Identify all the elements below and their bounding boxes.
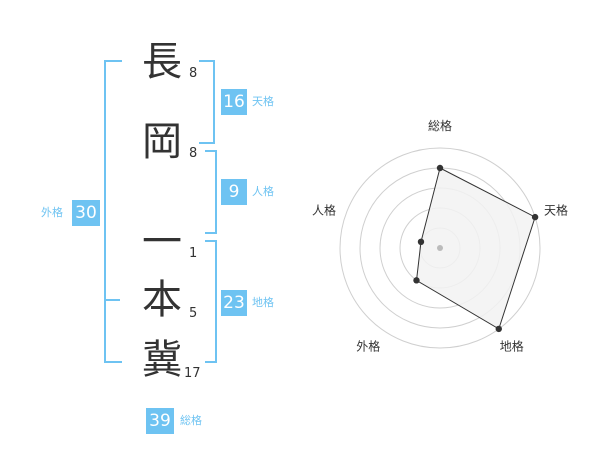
name-char-3: 一 — [142, 219, 182, 265]
gaikaku-bracket-tick — [104, 299, 120, 301]
radar-area — [415, 167, 536, 330]
stroke-count-4: 5 — [189, 306, 198, 321]
stroke-count-1: 8 — [189, 66, 198, 81]
tenkaku-value: 16 — [221, 89, 247, 115]
stroke-count-3: 1 — [189, 246, 198, 261]
tenkaku-bracket — [199, 60, 215, 144]
chikaku-value: 23 — [221, 290, 247, 316]
name-char-2: 岡 — [142, 119, 182, 165]
jinkaku-label: 人格 — [252, 185, 274, 198]
radar-point-5 — [417, 238, 425, 246]
jinkaku-bracket — [205, 150, 217, 234]
radar-axis-label-5: 人格 — [312, 202, 336, 217]
soukaku-value: 39 — [146, 408, 174, 434]
name-char-1: 長 — [142, 39, 182, 85]
chikaku-label: 地格 — [252, 296, 274, 309]
name-char-4: 本 — [142, 277, 182, 323]
radar-center-dot — [437, 245, 443, 251]
gaikaku-bracket — [104, 60, 122, 363]
stroke-count-5: 17 — [184, 366, 201, 381]
tenkaku-label: 天格 — [252, 95, 274, 108]
radar-axis-label-1: 総格 — [428, 118, 452, 133]
gaikaku-label: 外格 — [41, 206, 63, 219]
gaikaku-value: 30 — [72, 200, 100, 226]
soukaku-label: 総格 — [180, 414, 202, 427]
radar-point-1 — [436, 164, 444, 172]
name-char-5: 冀 — [142, 337, 182, 383]
jinkaku-value: 9 — [221, 179, 247, 205]
chikaku-bracket — [205, 240, 217, 363]
radar-point-3 — [495, 325, 502, 333]
radar-point-4 — [413, 277, 420, 284]
radar-axis-label-3: 地格 — [500, 339, 524, 354]
radar-axis-label-2: 天格 — [544, 202, 568, 217]
radar-ring-5 — [339, 147, 541, 349]
stroke-count-2: 8 — [189, 146, 198, 161]
radar-point-2 — [531, 213, 539, 221]
radar-axis-label-4: 外格 — [356, 339, 380, 354]
